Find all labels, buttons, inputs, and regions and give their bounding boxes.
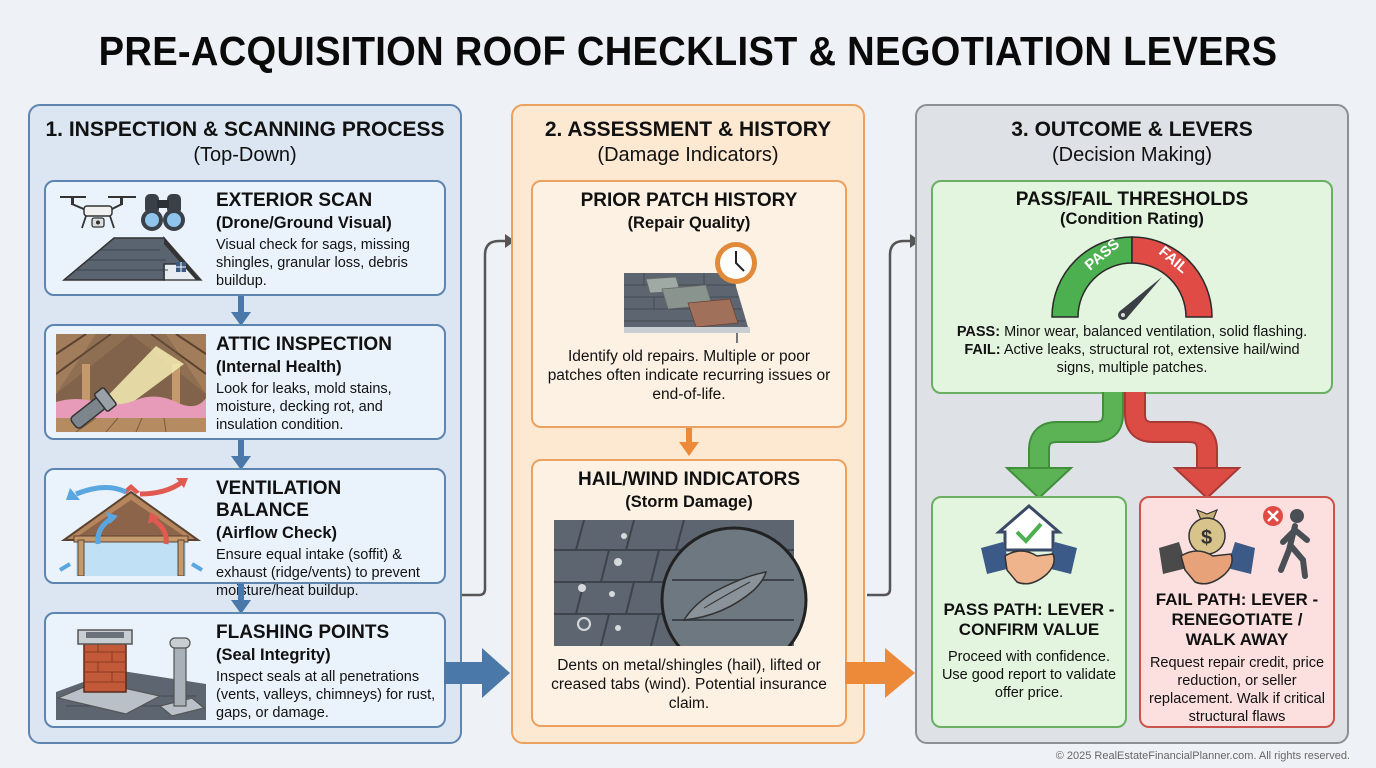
column-assessment: 2. ASSESSMENT & HISTORY (Damage Indicato… — [511, 104, 865, 744]
card-title: EXTERIOR SCAN — [216, 190, 373, 211]
arrow-right-blue-icon — [444, 648, 510, 698]
column-heading: 3. OUTCOME & LEVERS — [1011, 118, 1253, 141]
card-attic-inspection: ATTIC INSPECTION (Internal Health) Look … — [44, 324, 446, 440]
column-heading: 2. ASSESSMENT & HISTORY — [544, 118, 832, 141]
card-exterior-scan: EXTERIOR SCAN (Drone/Ground Visual) Visu… — [44, 180, 446, 296]
card-description: Ensure equal intake (soffit) & exhaust (… — [216, 547, 420, 599]
card-title: HAIL/WIND INDICATORS — [577, 469, 800, 490]
column-outcome: 3. OUTCOME & LEVERS (Decision Making) PA… — [915, 104, 1349, 744]
patched-roof-clock-icon — [624, 242, 757, 343]
card-description: Dents on metal/shingles (hail), lifted o… — [551, 657, 827, 712]
card-subtitle: (Airflow Check) — [216, 524, 338, 542]
card-description: Request repair credit, price reduction, … — [1149, 655, 1325, 725]
airflow-roof-icon — [56, 478, 206, 576]
column-heading: 1. INSPECTION & SCANNING PROCESS — [45, 118, 445, 141]
card-title: PASS PATH: LEVER - CONFIRM VALUE — [943, 600, 1115, 639]
card-title: PRIOR PATCH HISTORY — [580, 190, 798, 211]
arrow-right-orange-icon — [845, 648, 915, 698]
handshake-house-check-icon — [981, 504, 1077, 585]
card-description: Inspect seals at all penetrations (vents… — [216, 669, 436, 721]
card-title: PASS/FAIL THRESHOLDS — [1015, 189, 1249, 210]
column-inspection: 1. INSPECTION & SCANNING PROCESS (Top-Do… — [28, 104, 462, 744]
gauge-needle — [1120, 277, 1162, 319]
money-handshake-walk-away-icon: $ — [1159, 506, 1310, 585]
house-roof-icon — [61, 236, 203, 281]
drone-icon — [60, 196, 136, 229]
card-description: Identify old repairs. Multiple or poor p… — [547, 348, 831, 403]
card-description: Look for leaks, mold stains, moisture, d… — [216, 381, 392, 433]
card-subtitle: (Drone/Ground Visual) — [216, 214, 392, 232]
card-title: VENTILATION BALANCE — [216, 478, 342, 521]
card-subtitle: (Internal Health) — [216, 358, 342, 376]
card-fail-path: $ FAIL PATH: LEVER - RENEGOTIATE / WALK … — [1139, 496, 1335, 728]
fail-criteria: FAIL: Active leaks, structural rot, exte… — [964, 342, 1300, 376]
card-description: Proceed with confidence. Use good report… — [941, 649, 1117, 701]
card-description: Visual check for sags, missing shingles,… — [216, 237, 410, 289]
card-subtitle: (Seal Integrity) — [216, 646, 331, 664]
arrow-down-icon — [231, 296, 251, 326]
card-subtitle: (Condition Rating) — [1060, 210, 1204, 228]
gauge-icon: PASS FAIL — [1051, 236, 1213, 320]
column-subheading: (Top-Down) — [193, 144, 297, 166]
card-title: FLASHING POINTS — [216, 622, 390, 643]
card-title: FAIL PATH: LEVER - RENEGOTIATE / WALK AW… — [1155, 590, 1319, 649]
card-subtitle: (Repair Quality) — [627, 214, 751, 232]
gauge-fail-segment — [1131, 236, 1213, 318]
walking-person-icon — [1278, 509, 1310, 579]
column-subheading: (Damage Indicators) — [597, 144, 779, 166]
card-pass-fail-thresholds: PASS/FAIL THRESHOLDS (Condition Rating) … — [931, 180, 1333, 394]
card-pass-path: PASS PATH: LEVER - CONFIRM VALUE Proceed… — [931, 496, 1127, 728]
arrow-down-icon — [231, 440, 251, 470]
arrow-down-icon — [679, 428, 699, 456]
arrow-down-icon — [231, 584, 251, 614]
card-ventilation-balance: VENTILATION BALANCE (Airflow Check) Ensu… — [44, 468, 446, 599]
card-prior-patch-history: PRIOR PATCH HISTORY (Repair Quality) Ide… — [531, 180, 847, 428]
card-hail-wind-indicators: HAIL/WIND INDICATORS (Storm Damage) Dent… — [531, 459, 847, 727]
column-subheading: (Decision Making) — [1051, 144, 1213, 166]
card-title: ATTIC INSPECTION — [216, 334, 392, 355]
binoculars-icon — [141, 194, 185, 231]
copyright-footer: © 2025 RealEstateFinancialPlanner.com. A… — [1055, 750, 1350, 762]
svg-text:$: $ — [1201, 527, 1212, 549]
card-flashing-points: FLASHING POINTS (Seal Integrity) Inspect… — [44, 612, 446, 728]
flashlight-attic-icon — [56, 334, 206, 432]
money-bag-icon: $ — [1188, 508, 1226, 555]
split-arrows-icon — [1004, 392, 1242, 498]
chimney-vent-icon — [56, 622, 206, 720]
hail-damage-magnifier-icon — [554, 520, 808, 646]
connector-col1-col2 — [462, 234, 515, 597]
card-subtitle: (Storm Damage) — [625, 493, 753, 511]
pass-criteria: PASS: Minor wear, balanced ventilation, … — [956, 324, 1308, 340]
reject-x-icon — [1263, 506, 1283, 526]
page-title: PRE-ACQUISITION ROOF CHECKLIST & NEGOTIA… — [98, 28, 1278, 74]
